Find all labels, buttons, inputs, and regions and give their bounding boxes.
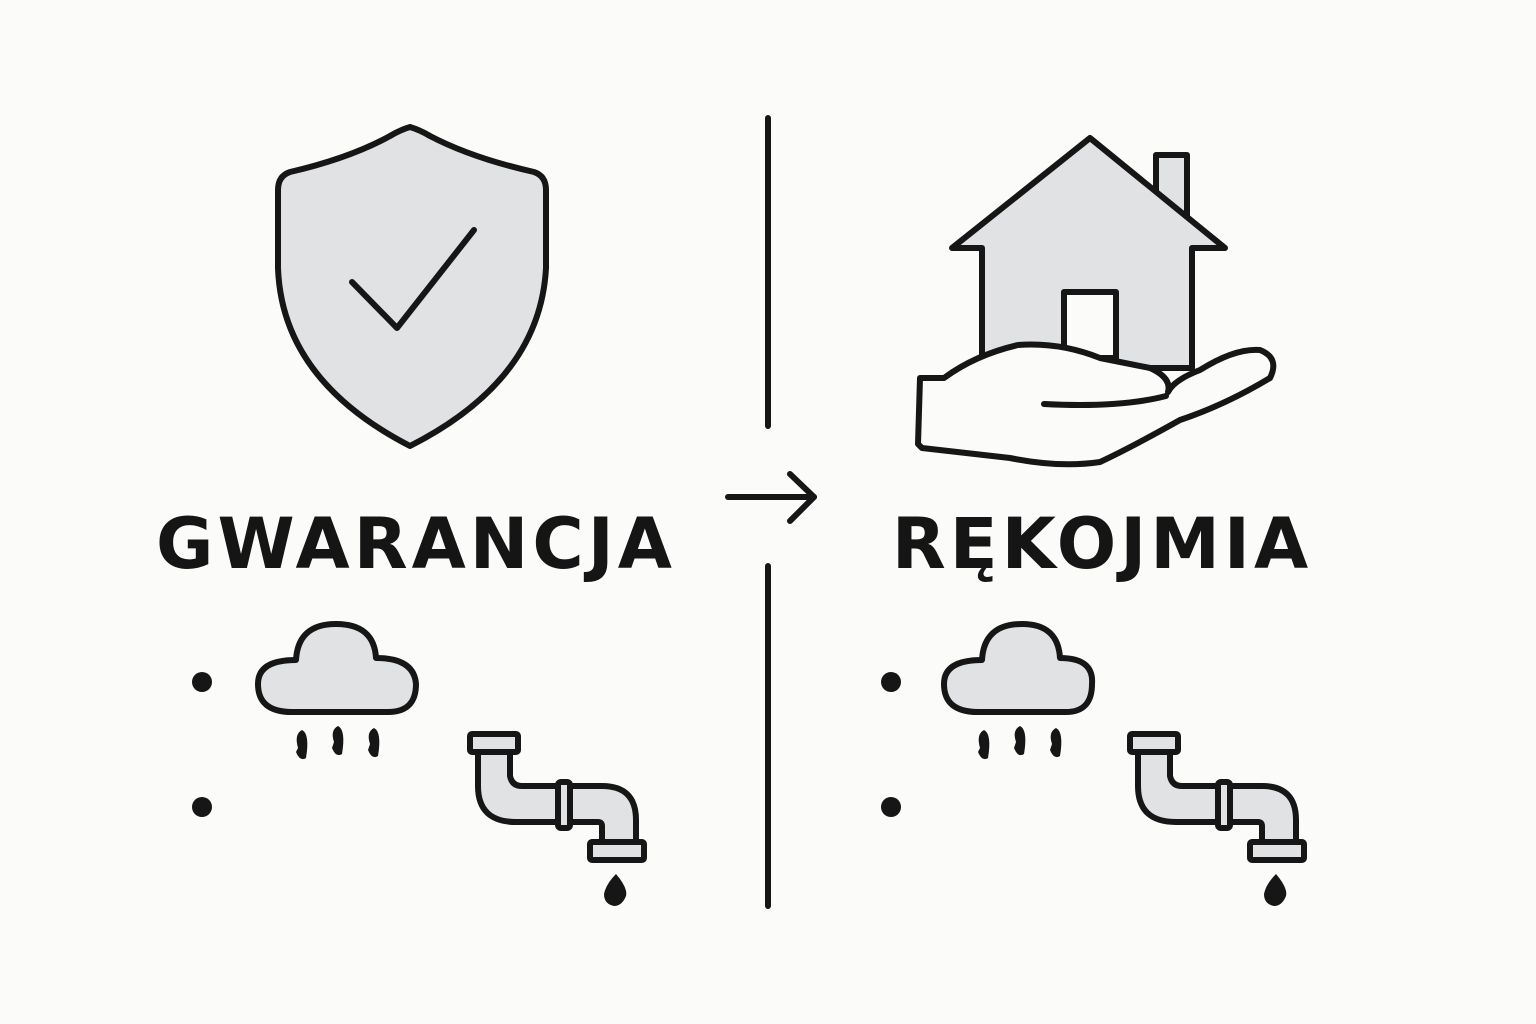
rain-cloud-icon	[941, 621, 1096, 760]
rain-cloud-icon	[255, 621, 419, 760]
bullet-dot	[192, 797, 212, 817]
bullet-dot	[192, 672, 212, 692]
right-title: RĘKOJMIA	[892, 503, 1312, 585]
leaking-pipe-icon	[467, 731, 647, 906]
left-title: GWARANCJA	[156, 503, 676, 585]
leaking-pipe-icon	[1127, 731, 1307, 906]
bullet-dot	[881, 797, 901, 817]
bullet-dot	[881, 672, 901, 692]
shield-check-icon	[275, 124, 549, 449]
house-in-hand-icon	[915, 135, 1277, 468]
arrow-right-icon	[725, 471, 817, 524]
